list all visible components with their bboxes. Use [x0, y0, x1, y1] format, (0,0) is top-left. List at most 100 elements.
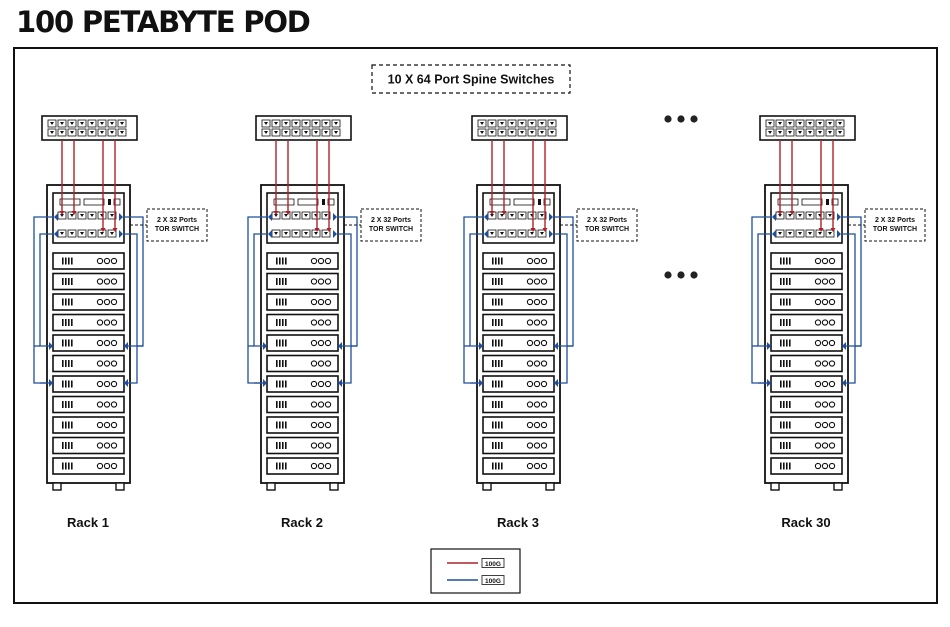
spine-ports-bottom [261, 128, 341, 137]
link-arrow [285, 211, 291, 215]
tor-label-line2: TOR SWITCH [369, 226, 413, 233]
server-icon [770, 354, 843, 373]
link-arrow [479, 379, 483, 387]
red-uplinks [777, 140, 836, 232]
link-arrow [767, 342, 771, 350]
spine-ports-top [477, 119, 557, 128]
tor-switch-icon [266, 192, 339, 244]
blue-server-links [751, 213, 862, 387]
spine-ports-top [47, 119, 127, 128]
server-icon [266, 354, 339, 373]
link-arrow [830, 228, 836, 232]
link-arrow [767, 379, 771, 387]
link-arrow [338, 342, 342, 350]
legend-red-label: 100G [485, 561, 501, 568]
server-icon [482, 457, 555, 475]
spine-ports-bottom [47, 128, 127, 137]
link-arrow [837, 213, 841, 221]
legend-blue-label: 100G [485, 578, 501, 585]
tor-ports-upper [271, 211, 331, 220]
link-arrow [484, 230, 488, 238]
link-arrow [54, 213, 58, 221]
server-icon [770, 272, 843, 291]
link-arrow [273, 211, 279, 215]
link-arrow [124, 379, 128, 387]
link-arrow [49, 379, 53, 387]
server-icon [770, 416, 843, 434]
ellipsis-top-icon [664, 115, 698, 123]
server-icon [482, 395, 555, 414]
server-icon [52, 457, 125, 475]
rack-label: Rack 1 [67, 515, 109, 530]
server-icon [482, 272, 555, 291]
server-icon [52, 416, 125, 434]
link-arrow [112, 228, 118, 232]
server-icon [770, 457, 843, 475]
link-arrow [554, 342, 558, 350]
server-icon [770, 395, 843, 414]
spine-ports-bottom [477, 128, 557, 137]
server-icon [482, 252, 555, 270]
spine-label: 10 X 64 Port Spine Switches [388, 73, 555, 87]
spine-switch-icon [471, 115, 568, 141]
server-icon [266, 293, 339, 311]
server-icon [770, 252, 843, 270]
spine-switch-icon [41, 115, 138, 141]
link-arrow [542, 228, 548, 232]
spine-switch-icon [255, 115, 352, 141]
rack-foot [329, 482, 339, 491]
legend-box [430, 548, 521, 594]
tor-label-line1: 2 X 32 Ports [157, 217, 197, 224]
diagram-frame [13, 47, 938, 604]
blue-server-links [247, 213, 358, 387]
tor-ports-upper [775, 211, 835, 220]
server-icon [266, 457, 339, 475]
server-icon [482, 416, 555, 434]
server-icon [52, 436, 125, 455]
tor-ports-upper [57, 211, 117, 220]
spine-label-box: 10 X 64 Port Spine Switches [371, 64, 571, 94]
link-arrow [49, 342, 53, 350]
link-arrow [772, 213, 776, 221]
server-icon [52, 395, 125, 414]
link-arrow [263, 342, 267, 350]
red-uplinks [273, 140, 332, 232]
tor-ports-lower [775, 229, 835, 238]
server-icon [52, 334, 125, 352]
server-icon [266, 375, 339, 393]
tor-label-line2: TOR SWITCH [873, 226, 917, 233]
link-arrow [842, 379, 846, 387]
server-icon [52, 354, 125, 373]
link-arrow [268, 213, 272, 221]
server-icon [266, 252, 339, 270]
rack-label: Rack 3 [497, 515, 539, 530]
server-icon [482, 334, 555, 352]
tor-label-line2: TOR SWITCH [585, 226, 629, 233]
rack-foot [115, 482, 125, 491]
link-arrow [554, 379, 558, 387]
ellipsis-middle-icon [664, 271, 698, 279]
link-arrow [549, 230, 553, 238]
server-icon [266, 334, 339, 352]
link-arrow [549, 213, 553, 221]
link-arrow [100, 228, 106, 232]
server-icon [482, 313, 555, 332]
link-arrow [59, 211, 65, 215]
server-icon [770, 313, 843, 332]
link-arrow [338, 379, 342, 387]
link-arrow [818, 228, 824, 232]
link-arrow [333, 230, 337, 238]
tor-switch-icon [482, 192, 555, 244]
server-icon [52, 375, 125, 393]
link-arrow [71, 211, 77, 215]
server-icon [482, 354, 555, 373]
tor-switch-icon [52, 192, 125, 244]
spine-ports-bottom [765, 128, 845, 137]
